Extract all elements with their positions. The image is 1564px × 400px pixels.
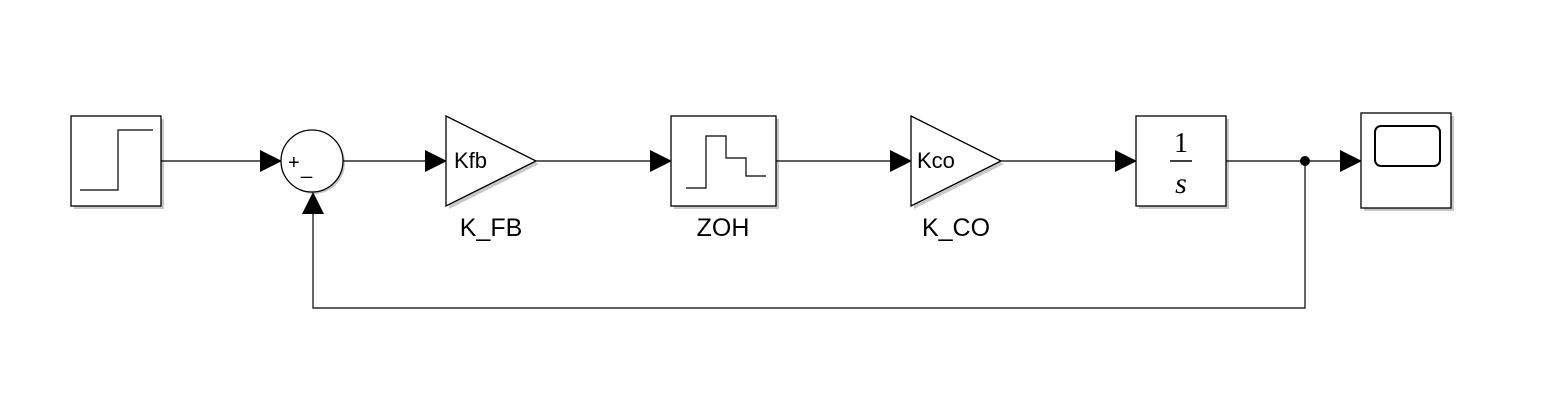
scope-screen-icon — [1374, 125, 1441, 167]
integrator-numerator: 1 — [1174, 128, 1188, 159]
arrowhead-kco-to-integrator — [1115, 150, 1137, 172]
step-block[interactable] — [70, 115, 164, 209]
gain-block-kfb[interactable]: Kfb — [445, 114, 539, 209]
arrowhead-integrator-to-scope — [1340, 150, 1362, 172]
gain-kfb-text: Kfb — [454, 148, 487, 173]
arrowhead-feedback-to-sum — [302, 192, 324, 214]
zoh-staircase-icon — [686, 135, 766, 189]
block-label-kco: K_CO — [922, 214, 990, 242]
sum-minus-sign: _ — [300, 157, 313, 179]
sum-plus-sign: + — [288, 152, 300, 174]
arrowhead-zoh-to-kco — [890, 150, 912, 172]
arrowhead-sum-to-kfb — [425, 150, 447, 172]
block-label-zoh: ZOH — [697, 214, 750, 242]
sum-block[interactable]: + _ — [280, 129, 345, 194]
integrator-block[interactable]: 1 s — [1135, 115, 1229, 209]
signal-feedback-path[interactable] — [312, 161, 1306, 309]
gain-kco-text: Kco — [917, 148, 955, 173]
arrowhead-kfb-to-zoh — [650, 150, 672, 172]
zoh-block[interactable] — [670, 115, 779, 209]
integrator-denominator: s — [1175, 167, 1187, 200]
gain-block-kco[interactable]: Kco — [910, 114, 1004, 209]
scope-block[interactable] — [1360, 112, 1454, 211]
block-label-kfb: K_FB — [460, 214, 523, 242]
arrowhead-step-to-sum — [260, 150, 282, 172]
step-icon — [80, 129, 153, 191]
